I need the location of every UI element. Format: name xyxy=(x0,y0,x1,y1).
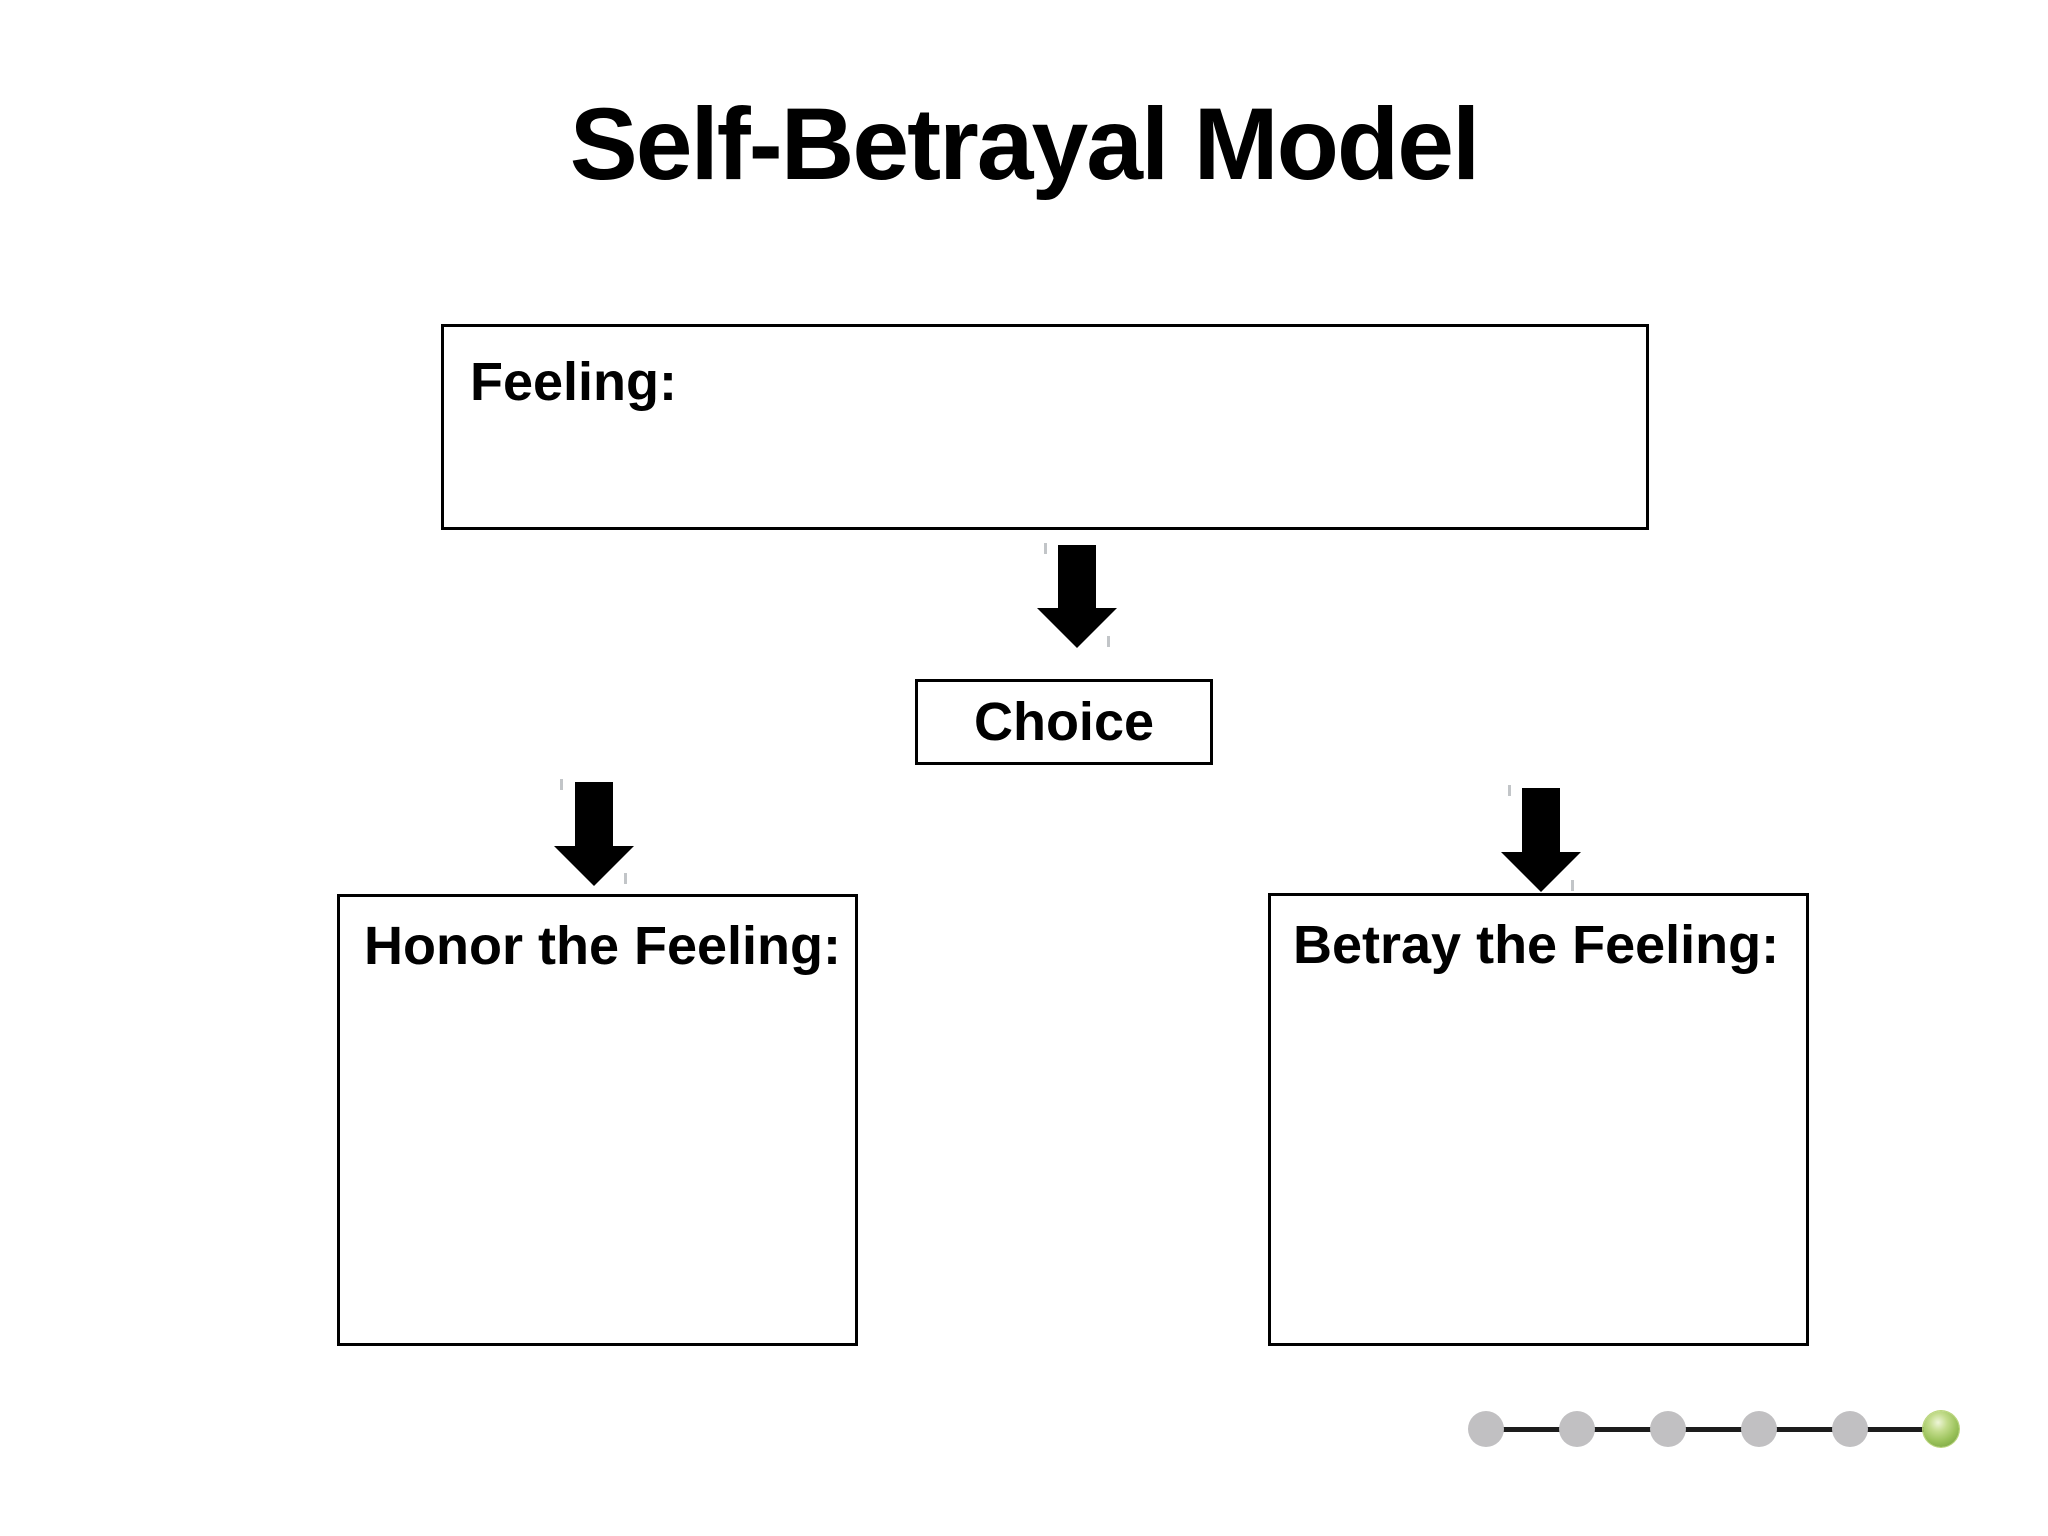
progress-dot-active[interactable] xyxy=(1923,1411,1959,1447)
stray-mark xyxy=(1044,543,1047,554)
progress-dot[interactable] xyxy=(1832,1411,1868,1447)
stray-mark xyxy=(560,779,563,790)
progress-dot[interactable] xyxy=(1559,1411,1595,1447)
feeling-box: Feeling: xyxy=(441,324,1649,530)
feeling-box-label: Feeling: xyxy=(470,352,678,412)
down-arrow-icon-choice-to-betray xyxy=(1501,788,1581,892)
progress-indicator xyxy=(1468,1411,1960,1447)
page-title: Self-Betrayal Model xyxy=(569,87,1481,201)
honor-box-label: Honor the Feeling: xyxy=(364,916,841,976)
stray-mark xyxy=(1508,785,1511,796)
arrow-shaft xyxy=(1522,788,1560,852)
arrow-head xyxy=(554,846,634,886)
arrow-shaft xyxy=(1058,545,1096,608)
choice-box: Choice xyxy=(915,679,1213,765)
arrow-head xyxy=(1037,608,1117,648)
choice-box-label: Choice xyxy=(973,691,1155,752)
betray-box-label: Betray the Feeling: xyxy=(1293,915,1780,975)
stray-mark xyxy=(1571,880,1574,891)
betray-box: Betray the Feeling: xyxy=(1268,893,1809,1346)
progress-dot[interactable] xyxy=(1650,1411,1686,1447)
down-arrow-icon-choice-to-honor xyxy=(554,782,634,886)
arrow-shaft xyxy=(575,782,613,846)
progress-dot[interactable] xyxy=(1468,1411,1504,1447)
stray-mark xyxy=(624,873,627,884)
arrow-head xyxy=(1501,852,1581,892)
progress-dot[interactable] xyxy=(1741,1411,1777,1447)
down-arrow-icon-feeling-to-choice xyxy=(1037,545,1117,648)
progress-connector-line xyxy=(1484,1427,1944,1432)
stray-mark xyxy=(1107,636,1110,647)
honor-box: Honor the Feeling: xyxy=(337,894,858,1346)
